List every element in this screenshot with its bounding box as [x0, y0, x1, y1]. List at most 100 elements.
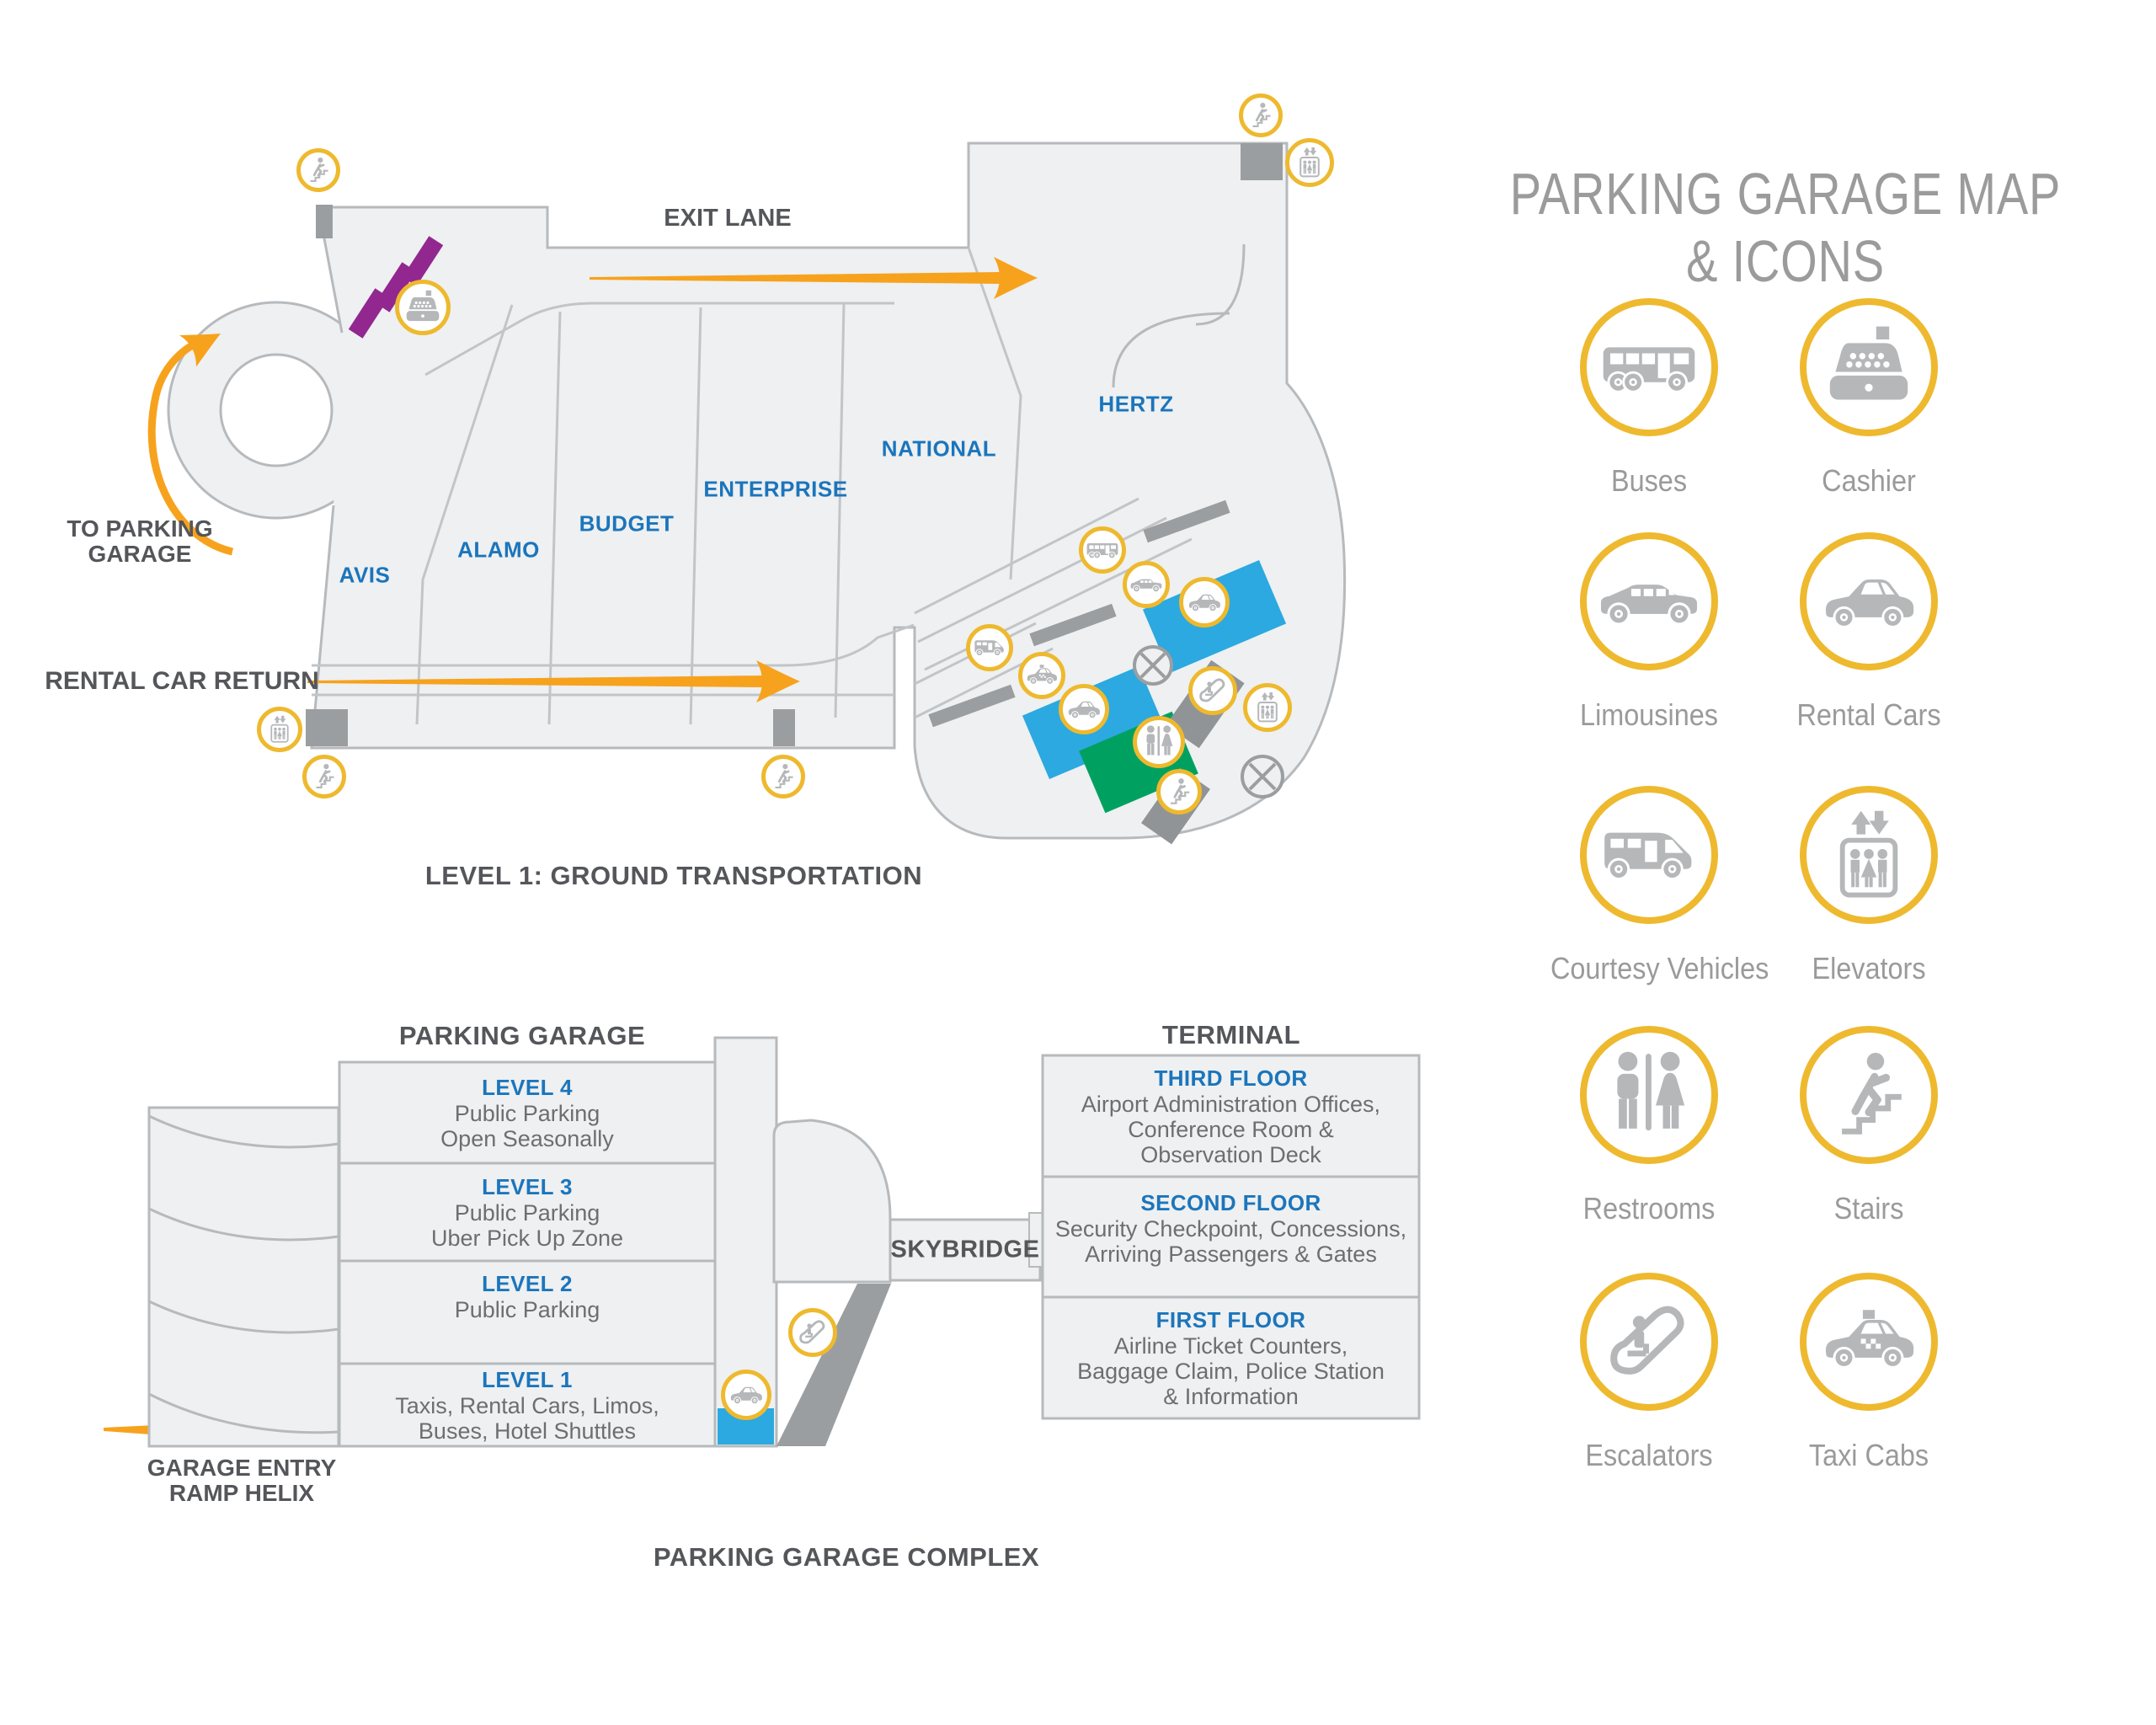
map-caption: LEVEL 1: GROUND TRANSPORTATION: [424, 861, 923, 890]
dome-ramp: [776, 1284, 891, 1446]
stairs-icon: [296, 148, 340, 192]
legend-label: Stairs: [1833, 1191, 1904, 1226]
rental-car-icon: [1179, 577, 1230, 628]
escalator-icon: [788, 1308, 837, 1357]
floor-desc: Security Checkpoint, Concessions,: [1054, 1215, 1407, 1242]
terminal-floor-1: FIRST FLOOR Airline Ticket Counters, Bag…: [1043, 1297, 1419, 1418]
floor-desc: Airline Ticket Counters,: [1113, 1333, 1348, 1359]
legend-label: Restrooms: [1582, 1191, 1716, 1226]
legend-item-stairs: Stairs: [1759, 1026, 1978, 1226]
escalator-icon: [1580, 1273, 1718, 1411]
legend-label: Limousines: [1580, 697, 1718, 732]
stairs-icon: [1156, 769, 1202, 814]
garage-entry-label-line2: RAMP HELIX: [168, 1480, 315, 1506]
to-parking-garage-label-line2: GARAGE: [88, 541, 192, 567]
taxi-stand-dashes: [348, 236, 444, 339]
legend-title: PARKING GARAGE MAP & ICONS: [1509, 161, 2062, 294]
terminal-floor-3: THIRD FLOOR Airport Administration Offic…: [1043, 1055, 1419, 1177]
garage-title: PARKING GARAGE: [398, 1021, 646, 1050]
floor-name: SECOND FLOOR: [1140, 1189, 1321, 1215]
garage-entry-label-line1: GARAGE ENTRY: [147, 1455, 337, 1481]
dome-structure: [772, 1119, 892, 1284]
legend-item-restrooms: Restrooms: [1540, 1026, 1758, 1226]
roundabout-island: [219, 353, 334, 467]
to-garage-arrow: [147, 336, 234, 556]
pillars: [306, 143, 1283, 746]
map-interior-lines: [312, 247, 1193, 725]
legend-label: Buses: [1610, 463, 1688, 498]
level-name: LEVEL 2: [482, 1271, 573, 1296]
elevator-icon: [1243, 683, 1292, 732]
skybridge: [889, 1218, 1042, 1282]
level-name: LEVEL 1: [482, 1367, 573, 1392]
ramp-helix: [147, 1106, 340, 1448]
floor-name: THIRD FLOOR: [1154, 1065, 1308, 1091]
rental-car-return-label: RENTAL CAR RETURN: [45, 667, 319, 695]
level-name: LEVEL 4: [482, 1075, 573, 1100]
flow-arrows: [104, 257, 1038, 1447]
courtesy-vehicle-icon: [1580, 786, 1718, 924]
garage-levels-outline: [338, 1036, 778, 1448]
terminal-floor-2: SECOND FLOOR Security Checkpoint, Conces…: [1043, 1177, 1419, 1297]
level-desc: Open Seasonally: [440, 1126, 614, 1151]
level-desc: Public Parking: [454, 1101, 600, 1126]
road-bar: [1143, 499, 1230, 543]
taxi-icon: [1018, 652, 1065, 699]
ramp-helix-curves: [148, 1114, 339, 1434]
legend-item-limousines: Limousines: [1540, 532, 1758, 733]
legend-label: Elevators: [1812, 951, 1926, 985]
legend-item-buses: Buses: [1540, 298, 1758, 499]
stairs-icon: [1800, 1026, 1938, 1164]
area-label-alamo: ALAMO: [457, 537, 540, 563]
floor-desc: Baggage Claim, Police Station: [1077, 1359, 1385, 1384]
area-label-budget: BUDGET: [579, 510, 675, 537]
level-desc: Uber Pick Up Zone: [430, 1226, 624, 1251]
restroom-icon: [1133, 716, 1185, 768]
legend-item-rental-cars: Rental Cars: [1759, 532, 1978, 733]
legend-label: Rental Cars: [1796, 697, 1941, 732]
terminal-floors-outline: [1041, 1054, 1421, 1420]
road-bar: [1029, 603, 1117, 647]
taxi-icon: [1800, 1273, 1938, 1411]
stairs-icon: [761, 755, 805, 798]
legend-item-elevators: Elevators: [1759, 786, 1978, 986]
garage-complex-diagram: [147, 1036, 1421, 1448]
no-entry-icon: [1133, 645, 1284, 798]
area-label-national: NATIONAL: [881, 435, 997, 462]
level1-map: [104, 142, 1347, 1447]
floor-desc: Arriving Passengers & Gates: [1085, 1241, 1377, 1267]
level-name: LEVEL 3: [482, 1174, 573, 1199]
map-arc-details: [1112, 243, 1246, 388]
legend-item-courtesy-vehicles: Courtesy Vehicles: [1540, 786, 1769, 986]
escalator-icon: [1188, 666, 1237, 715]
rental-car-icon: [1800, 532, 1938, 670]
area-label-hertz: HERTZ: [1098, 391, 1174, 417]
complex-caption: PARKING GARAGE COMPLEX: [653, 1542, 1040, 1572]
legend-label: Cashier: [1822, 463, 1916, 498]
rental-car-icon: [721, 1370, 771, 1420]
cashier-icon: [395, 280, 451, 335]
elevator-icon: [257, 707, 302, 752]
elevator-icon: [1285, 138, 1334, 187]
level-desc: Taxis, Rental Cars, Limos,: [395, 1393, 659, 1418]
stairs-icon: [302, 755, 346, 798]
floor-desc: Airport Administration Offices,: [1081, 1092, 1381, 1117]
rental-return-arrow: [307, 676, 763, 687]
legend-label: Taxi Cabs: [1808, 1438, 1929, 1472]
legend-item-cashier: Cashier: [1759, 298, 1978, 499]
floor-desc: & Information: [1163, 1384, 1299, 1409]
terminal-title: TERMINAL: [1161, 1020, 1301, 1049]
limousine-icon: [1123, 561, 1170, 608]
stairs-icon: [1239, 93, 1283, 137]
elevator-icon: [1800, 786, 1938, 924]
cashier-icon: [1800, 298, 1938, 436]
garage-level-2: LEVEL 2 Public Parking: [339, 1261, 715, 1364]
bus-icon: [1580, 298, 1718, 436]
skybridge-label: SKYBRIDGE: [890, 1236, 1040, 1263]
floor-desc: Observation Deck: [1140, 1142, 1321, 1167]
limousine-icon: [1580, 532, 1718, 670]
level-desc: Buses, Hotel Shuttles: [418, 1418, 637, 1444]
exit-lane-label: EXIT LANE: [664, 205, 792, 232]
